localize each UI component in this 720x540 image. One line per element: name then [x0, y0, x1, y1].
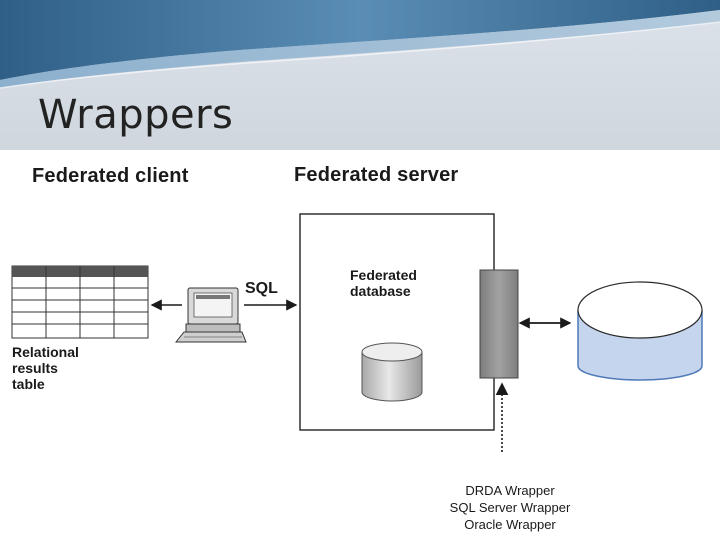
computer-icon: [174, 287, 247, 343]
federated-database-icon: [361, 342, 423, 402]
federated-database-label-line1: Federated: [350, 267, 417, 283]
header-wave-decoration: [0, 0, 720, 89]
slide-header: Wrappers: [0, 0, 720, 150]
relational-results-label: Relational results table: [12, 344, 79, 392]
sql-label: SQL: [245, 280, 278, 297]
client-section-title: Federated client: [32, 165, 189, 187]
wrapper-item-sql-server: SQL Server Wrapper: [449, 500, 571, 515]
wrapper-item-drda: DRDA Wrapper: [465, 483, 555, 498]
slide-title: Wrappers: [38, 92, 234, 138]
wrapper-item-oracle: Oracle Wrapper: [464, 517, 556, 532]
wrapper-module-bar: [479, 269, 519, 379]
relational-results-label-line3: table: [12, 376, 45, 392]
data-source-database-icon: [577, 281, 703, 381]
server-section-title: Federated server: [294, 164, 459, 186]
wrapper-list: DRDA Wrapper SQL Server Wrapper Oracle W…: [420, 482, 600, 533]
federated-database-label-line2: database: [350, 283, 411, 299]
relational-results-label-line2: results: [12, 360, 58, 376]
results-table-icon: [11, 265, 149, 339]
federated-database-label: Federated database: [350, 267, 417, 299]
relational-results-label-line1: Relational: [12, 344, 79, 360]
